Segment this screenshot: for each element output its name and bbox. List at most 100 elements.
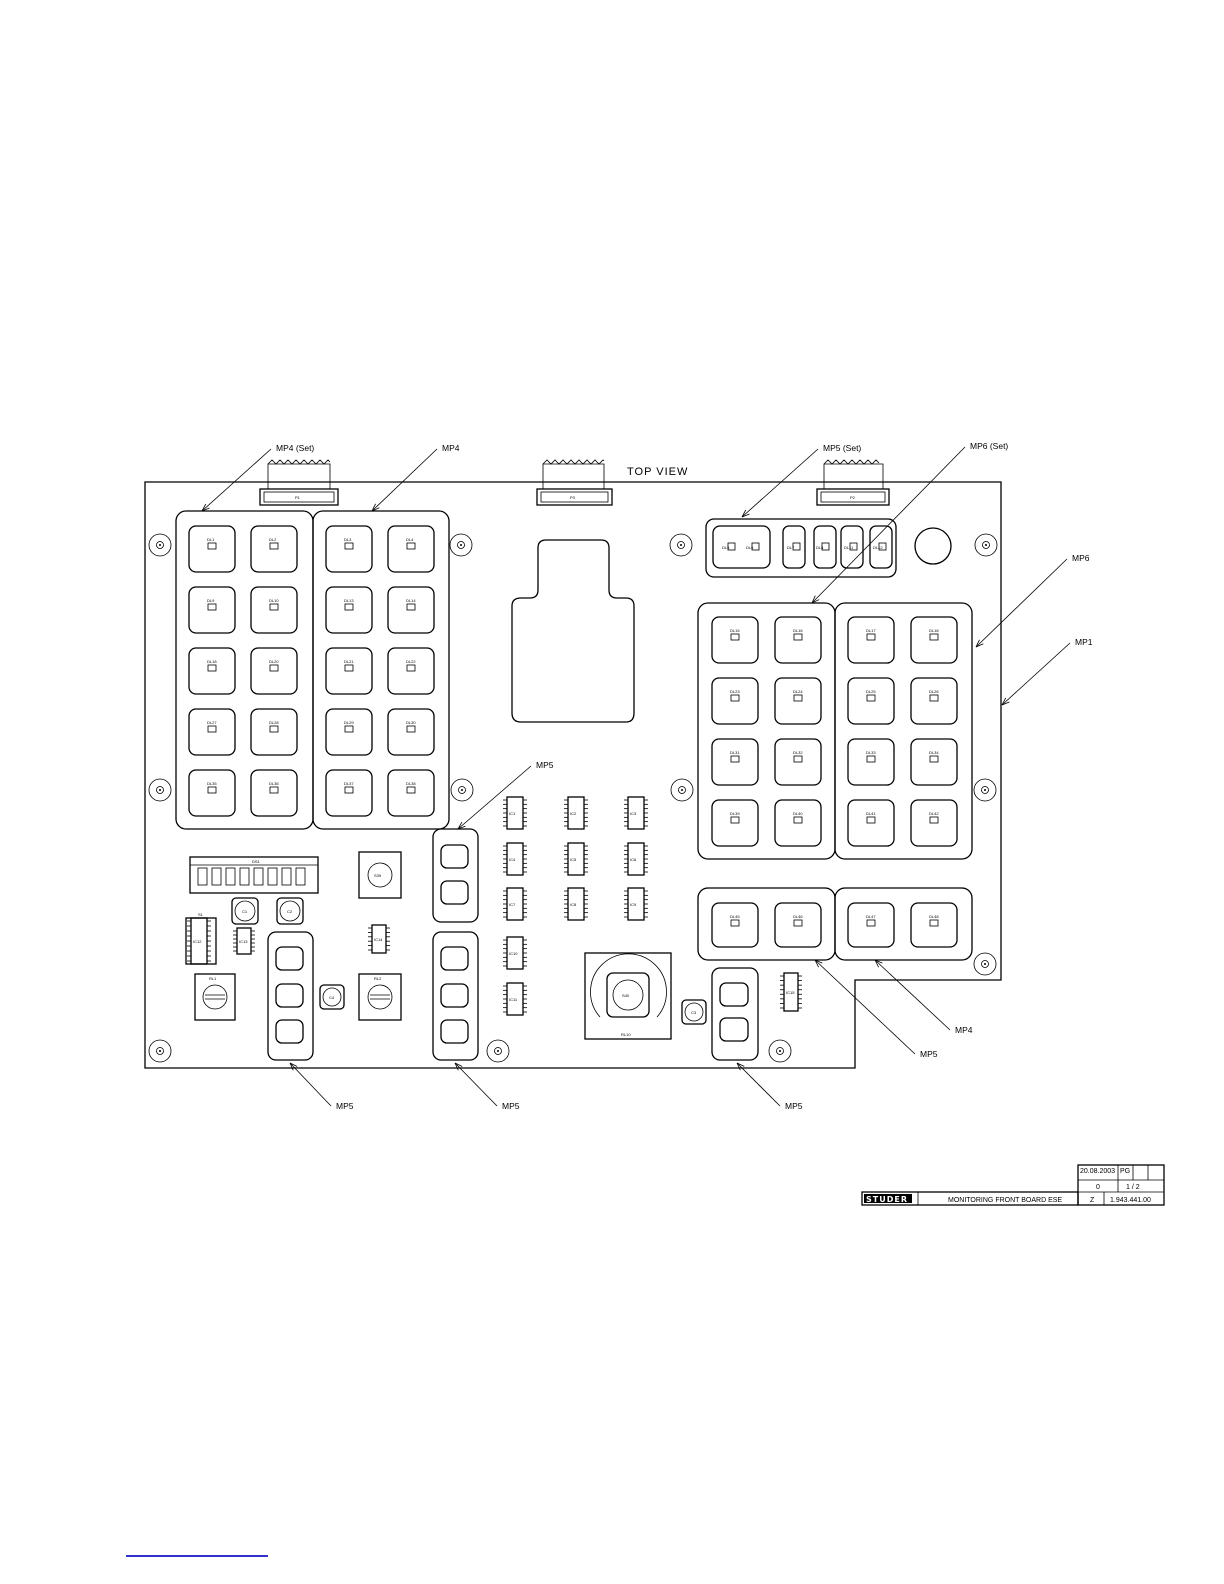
led-label: DL33 — [866, 750, 876, 755]
svg-text:MP5: MP5 — [536, 760, 554, 770]
svg-text:MP4: MP4 — [955, 1025, 973, 1035]
cap-c2: C2 — [276, 897, 304, 925]
callout-mp4: MP4 — [874, 959, 973, 1035]
led-button-dl48: DL48 — [910, 902, 958, 948]
callout-mp5: MP5 — [736, 1062, 803, 1111]
svg-text:S1: S1 — [198, 912, 204, 917]
display-cutout — [511, 539, 635, 723]
svg-text:IC8: IC8 — [570, 902, 577, 907]
led-label: DL24 — [793, 689, 803, 694]
mp5-strip-b — [432, 931, 479, 1061]
svg-text:MP5 (Set): MP5 (Set) — [823, 443, 861, 453]
svg-text:DL6: DL6 — [746, 545, 754, 550]
led-button-dl21: DL21 — [325, 647, 373, 695]
led-button-dl18: DL18 — [188, 647, 236, 695]
drawing-code: Z — [1090, 1197, 1095, 1204]
display-ds1: DS1 — [189, 856, 319, 894]
trim-rl1: RL1 — [194, 973, 236, 1021]
svg-text:IC3: IC3 — [630, 811, 637, 816]
led-label: DL16 — [793, 628, 803, 633]
led-label: DL13 — [344, 598, 354, 603]
callout-mp4: MP4 — [371, 443, 460, 512]
mp5-strip-c — [267, 931, 314, 1061]
led-label: DL28 — [269, 720, 279, 725]
svg-text:S40: S40 — [622, 993, 630, 998]
led-label: DL42 — [929, 811, 939, 816]
led-button-dl38: DL38 — [387, 769, 435, 817]
ic-ic1: IC1 — [503, 796, 527, 830]
led-label: DL10 — [269, 598, 279, 603]
led-button-dl14: DL14 — [387, 586, 435, 634]
ic-ic14: IC14 — [368, 924, 390, 954]
svg-text:IC11: IC11 — [509, 997, 518, 1002]
connector-p2: P2 — [816, 459, 890, 506]
led-button-dl46: DL46 — [774, 902, 822, 948]
callout-mp5: MP5 — [454, 1062, 520, 1111]
ic-ic6: IC6 — [624, 842, 648, 876]
display-segment — [295, 867, 306, 886]
led-button-dl33: DL33 — [847, 738, 895, 786]
led-button-dl45: DL45 — [711, 902, 759, 948]
led-label: DL47 — [866, 914, 876, 919]
led-dl7: DL7 — [787, 542, 801, 551]
mounting-hole — [449, 533, 473, 557]
ic-ic12: IC12 — [187, 917, 211, 965]
svg-text:RL2: RL2 — [374, 976, 382, 981]
led-label: DL39 — [730, 811, 740, 816]
svg-text:IC6: IC6 — [630, 857, 637, 862]
mp5-set-strip — [705, 518, 952, 578]
led-dl5: DL5 — [722, 542, 736, 551]
led-label: DL38 — [406, 781, 416, 786]
led-label: DL17 — [866, 628, 876, 633]
svg-text:MP6 (Set): MP6 (Set) — [970, 441, 1008, 451]
svg-text:MP5: MP5 — [336, 1101, 354, 1111]
connector-p3: P3 — [536, 459, 613, 506]
led-button-dl40: DL40 — [774, 799, 822, 847]
svg-text:C4: C4 — [329, 995, 335, 1000]
studer-logo — [864, 1194, 912, 1203]
led-button-dl16: DL16 — [774, 616, 822, 664]
led-label: DL2 — [269, 537, 277, 542]
ic-ic13: IC13 — [233, 927, 255, 955]
svg-text:DL12: DL12 — [873, 545, 883, 550]
led-label: DL14 — [406, 598, 416, 603]
callout-mp5-set-: MP5 (Set) — [741, 443, 861, 518]
drawing-number: 1.943.441.00 — [1110, 1197, 1151, 1204]
svg-text:MP5: MP5 — [920, 1049, 938, 1059]
led-button-dl35: DL35 — [188, 769, 236, 817]
svg-text:IC13: IC13 — [239, 939, 248, 944]
drawing-date: 20.08.2003 — [1080, 1168, 1115, 1175]
ic-ic15: IC15 — [780, 972, 802, 1012]
led-dl6: DL6 — [746, 542, 760, 551]
svg-text:MP4 (Set): MP4 (Set) — [276, 443, 314, 453]
led-button-dl15: DL15 — [711, 616, 759, 664]
mounting-hole — [973, 952, 997, 976]
callout-mp5: MP5 — [289, 1062, 354, 1111]
ic-ic9: IC9 — [624, 887, 648, 921]
led-button-dl30: DL30 — [387, 708, 435, 756]
ic-ic4: IC4 — [503, 842, 527, 876]
mounting-hole — [148, 1039, 172, 1063]
footer-link-underline[interactable] — [126, 1555, 268, 1557]
led-label: DL4 — [406, 537, 414, 542]
display-segment — [281, 867, 292, 886]
callout-mp1: MP1 — [1001, 637, 1093, 706]
switch-s1: S1 — [185, 912, 217, 965]
mounting-hole — [973, 778, 997, 802]
svg-text:DL7: DL7 — [787, 545, 795, 550]
led-button-dl27: DL27 — [188, 708, 236, 756]
callout-mp6-set-: MP6 (Set) — [811, 441, 1008, 604]
led-dl8: DL8 — [816, 542, 830, 551]
panel-mp6-set — [697, 602, 836, 860]
drawing-title: MONITORING FRONT BOARD ESE — [948, 1197, 1062, 1204]
led-label: DL26 — [929, 689, 939, 694]
led-dl11: DL11 — [844, 542, 858, 551]
led-button-dl17: DL17 — [847, 616, 895, 664]
svg-text:S39: S39 — [374, 873, 382, 878]
led-button-dl9: DL9 — [188, 586, 236, 634]
ic-ic7: IC7 — [503, 887, 527, 921]
led-button-dl34: DL34 — [910, 738, 958, 786]
display-segment — [267, 867, 278, 886]
led-label: DL46 — [793, 914, 803, 919]
